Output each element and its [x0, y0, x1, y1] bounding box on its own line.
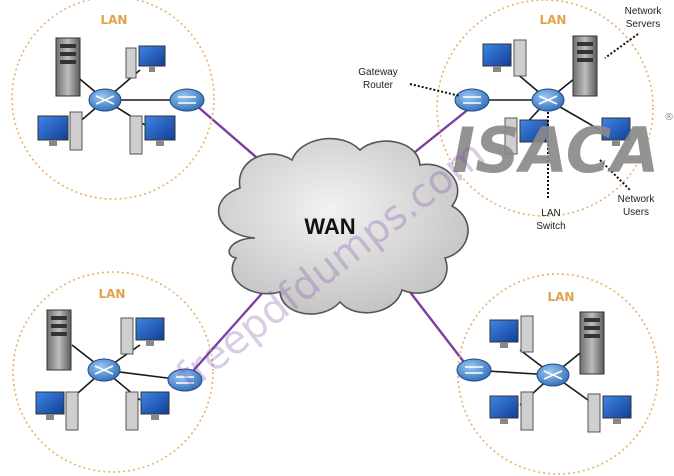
- workstation-icon: [35, 391, 79, 431]
- callout-lan-switch-line1: LAN: [541, 208, 560, 219]
- switch-icon: [87, 358, 121, 382]
- workstation-icon: [489, 315, 534, 353]
- lan-label-top-right: LAN: [540, 13, 567, 27]
- switch-icon: [536, 363, 570, 387]
- registered-mark: ®: [664, 112, 674, 123]
- lan-boundary-bottom-right: [457, 273, 659, 475]
- router-icon: [169, 88, 205, 112]
- callout-gateway-router-line1: Gateway: [358, 67, 397, 78]
- lan-circles: [11, 0, 659, 475]
- switch-icon: [88, 88, 122, 112]
- server-icon: [579, 311, 605, 375]
- lan-label-bottom-right: LAN: [548, 290, 575, 304]
- lan-label-bottom-left: LAN: [99, 287, 126, 301]
- server-icon: [46, 309, 72, 371]
- lan-top-left: [37, 37, 205, 155]
- server-icon: [55, 37, 81, 97]
- workstation-icon: [129, 115, 176, 155]
- lan-bottom-right: [456, 311, 632, 433]
- workstation-icon: [601, 117, 631, 146]
- callout-network-servers-line1: Network: [625, 6, 663, 17]
- switch-icon: [531, 88, 565, 112]
- callout-network-users-line1: Network: [618, 194, 656, 205]
- isaca-logo-text: ISACA: [452, 114, 659, 187]
- router-icon: [454, 88, 490, 112]
- workstation-icon: [489, 391, 534, 431]
- callout-network-servers-line2: Servers: [626, 19, 660, 30]
- workstation-icon: [120, 317, 165, 355]
- lan-boundary-bottom-left: [12, 271, 214, 473]
- lan-boundary-top-left: [11, 0, 215, 200]
- wan-cloud: WAN: [217, 137, 469, 315]
- router-icon: [167, 368, 203, 392]
- server-icon: [572, 35, 598, 97]
- router-icon: [456, 358, 492, 382]
- callout-lan-switch-line2: Switch: [536, 221, 565, 232]
- workstation-icon: [482, 39, 527, 77]
- callout-gateway-router-line2: Router: [363, 80, 394, 91]
- lan-boundary-top-right: [436, 0, 654, 217]
- workstation-icon: [504, 117, 549, 155]
- wan-label: WAN: [304, 214, 355, 239]
- workstation-icon: [37, 111, 83, 151]
- workstation-icon: [587, 393, 632, 433]
- wan-link-bottom-left: [184, 289, 266, 381]
- wan-link-bottom-right: [409, 291, 471, 371]
- workstation-icon: [125, 45, 166, 79]
- lan-label-top-left: LAN: [101, 13, 128, 27]
- callout-network-users-line2: Users: [623, 207, 649, 218]
- isaca-logo: ISACA ®: [452, 112, 674, 187]
- lan-top-right: Gateway Router Network Servers LAN Switc…: [358, 6, 662, 232]
- lan-bottom-left: [35, 309, 203, 431]
- workstation-icon: [125, 391, 170, 431]
